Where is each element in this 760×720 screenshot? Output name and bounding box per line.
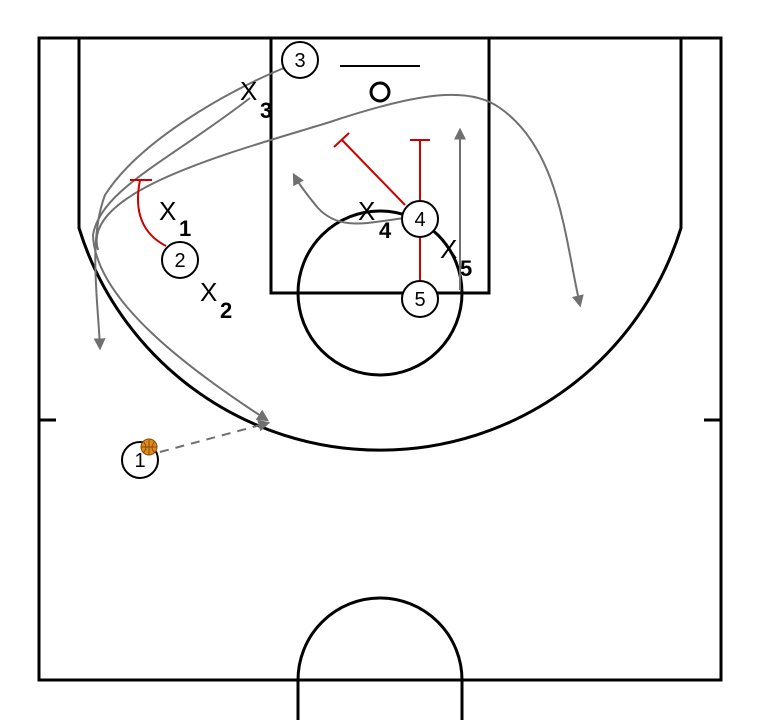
pass-path-player-1 (159, 419, 271, 453)
cut-path-player-3 (93, 67, 285, 351)
offense-player-5: 5 (401, 280, 439, 318)
defender-mark: X (440, 234, 457, 264)
offense-player-3: 3 (281, 41, 319, 79)
three-point-line (77, 38, 683, 452)
defender-x3: X 3 (240, 76, 272, 123)
cut-path-player-4 (292, 172, 406, 225)
defender-sub: 2 (220, 298, 232, 323)
defender-x1: X 1 (159, 196, 191, 241)
movements (91, 67, 584, 453)
defender-sub: 1 (179, 216, 191, 241)
cut-path-player-2 (95, 93, 584, 308)
cut-path-player-2-drive (91, 97, 270, 422)
player-number: 5 (414, 289, 425, 311)
court-boundary (37, 36, 723, 682)
player-circle (401, 280, 439, 318)
defender-mark: X (358, 196, 375, 226)
player-number: 4 (414, 209, 425, 231)
player-number: 3 (294, 50, 305, 72)
offense-player-2: 2 (161, 241, 199, 279)
defender-x5: X 5 (440, 234, 472, 281)
defender-sub: 4 (379, 218, 392, 243)
center-circle-below (296, 680, 464, 720)
player-circle (401, 200, 439, 238)
screen-player-2 (136, 179, 167, 247)
offense-player-4: 4 (401, 200, 439, 238)
defender-mark: X (200, 277, 217, 307)
screen-player-4-diag (341, 139, 406, 206)
offense-player-1: 1 (121, 438, 159, 479)
screens (130, 132, 430, 283)
defenders: X 1 X 2 X 3 X 4 X 5 (159, 76, 472, 323)
player-number: 1 (134, 450, 145, 472)
basketball-icon (140, 438, 158, 456)
defender-sub: 5 (460, 256, 472, 281)
defender-x4: X 4 (358, 196, 392, 243)
free-throw-circle (296, 209, 464, 377)
court (37, 36, 723, 720)
offense-players: 1 2 3 4 5 (121, 41, 439, 479)
screen-player-4-diag-cap (333, 132, 350, 148)
paint-lane (269, 36, 491, 295)
defender-sub: 3 (260, 98, 272, 123)
center-circle (296, 596, 464, 681)
defender-mark: X (240, 76, 257, 106)
hoop-icon (369, 81, 391, 103)
player-number: 2 (174, 250, 185, 272)
defender-x2: X 2 (200, 277, 232, 323)
player-circle (281, 41, 319, 79)
player-circle (161, 241, 199, 279)
defender-mark: X (159, 196, 176, 226)
